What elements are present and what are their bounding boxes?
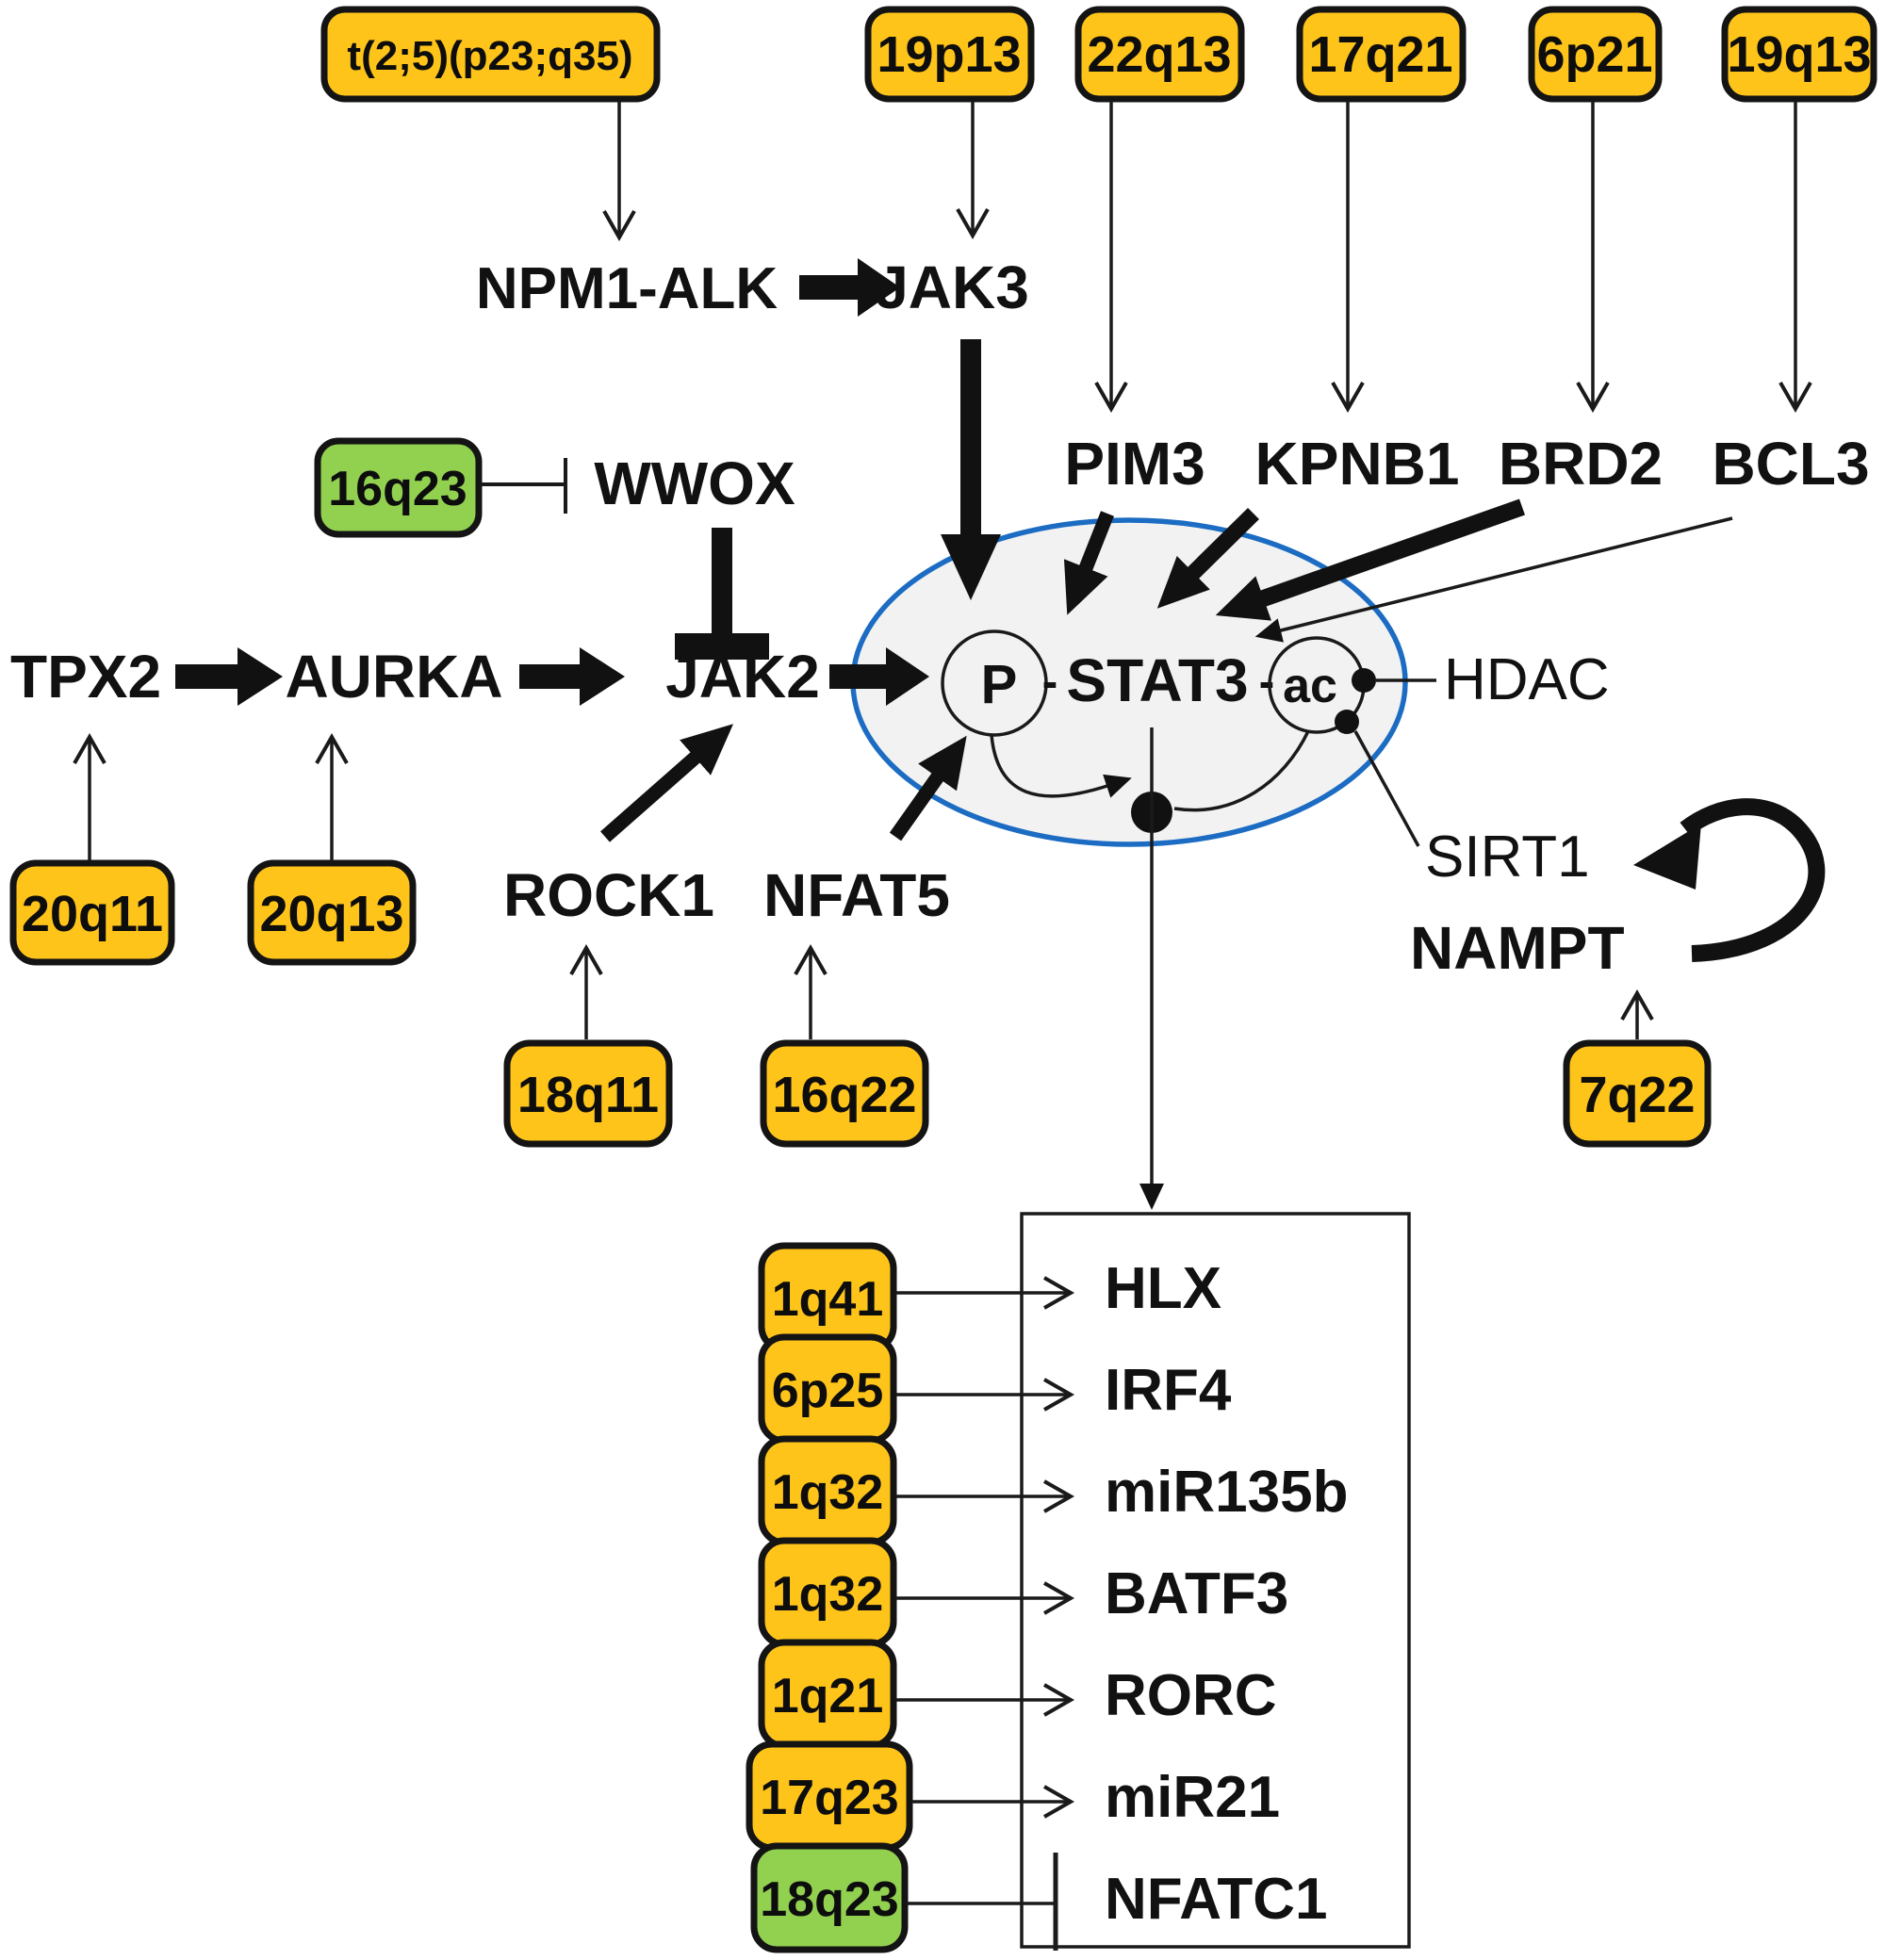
chr-box-20q11: 20q11 [9,859,175,966]
gene-label-bcl3: BCL3 [1712,430,1869,498]
inhibit-wwox-jak2-bar [675,633,769,660]
gene-label-nampt: NAMPT [1410,914,1625,982]
arrow-kpnb1-nucleus [1156,507,1259,609]
phospho-label: P [981,654,1018,715]
inhibit-wwox-jak2-line [712,528,732,636]
chr-box-19q13-label: 19q13 [1727,26,1871,83]
chr-box-20q13: 20q13 [247,859,417,966]
chr-box-16q22: 16q22 [760,1039,929,1148]
dash-left: - [1042,655,1058,708]
chr-box-18q11: 18q11 [503,1039,673,1148]
gene-label-pim3: PIM3 [1064,430,1205,498]
acetyl-label: ac [1283,659,1337,713]
arrow-nampt-feedback-arc [1680,798,1826,962]
chr-box-6p21-label: 6p21 [1536,26,1652,83]
chr-box-17q21-label: 17q21 [1308,26,1452,83]
gene-label-brd2: BRD2 [1499,430,1663,498]
gene-label-sirt1: SIRT1 [1425,825,1590,890]
chr-box-20q11-label: 20q11 [22,886,163,942]
chr-box-17q23-label: 17q23 [760,1771,898,1825]
chr-box-1q32a: 1q32 [758,1435,897,1546]
chr-box-19q13: 19q13 [1721,6,1877,103]
chr-box-7q22: 7q22 [1563,1039,1712,1148]
target-label-rorc: RORC [1105,1663,1277,1728]
arrow-nfat5-stat3 [889,735,967,841]
arrow-pstat3-dna [990,734,1132,798]
gene-label-aurka: AURKA [285,643,502,710]
chr-box-16q22-label: 16q22 [772,1067,916,1123]
arrow-npm1alk-jak3 [799,258,900,317]
arc-dot-ac [1173,730,1310,812]
chr-box-1q21: 1q21 [758,1639,897,1750]
arrow-nampt-feedback-head [1633,824,1701,890]
target-label-hlx: HLX [1105,1256,1221,1321]
chr-box-1q21-label: 1q21 [772,1669,884,1723]
chr-box-19p13: 19p13 [864,6,1035,103]
arrow-jak2-stat3 [829,647,929,706]
chr-box-19p13-label: 19p13 [877,26,1021,83]
arrow-aurka-jak2 [519,647,625,706]
chr-box-17q23: 17q23 [746,1740,913,1852]
sirt1-dot [1335,710,1359,734]
gene-label-npm1alk: NPM1-ALK [476,256,779,321]
gene-label-tpx2: TPX2 [10,643,161,710]
target-label-batf3: BATF3 [1105,1561,1288,1626]
target-label-mir21: miR21 [1105,1765,1280,1830]
chr-box-1q41: 1q41 [758,1242,897,1353]
gene-label-hdac: HDAC [1444,647,1610,712]
arrow-tpx2-aurka [175,647,283,706]
chr-box-18q11-label: 18q11 [517,1067,659,1123]
arrow-brd2-nucleus [1215,498,1526,621]
chr-box-22q13: 22q13 [1074,6,1245,103]
gene-label-wwox: WWOX [594,449,795,517]
line-sirt1 [1353,730,1420,847]
gene-label-rock1: ROCK1 [503,861,714,929]
arrow-rock1-jak2 [600,724,734,842]
hdac-dot [1352,668,1376,693]
chr-box-t25: t(2;5)(p23;q35) [320,6,661,103]
chr-box-1q32b-label: 1q32 [772,1567,884,1622]
arrow-bcl3-ac [1254,516,1733,643]
chr-box-16q23-label: 16q23 [328,462,467,516]
gene-label-jak3: JAK3 [875,253,1029,321]
gene-label-stat3: STAT3 [1066,646,1248,714]
target-label-irf4: IRF4 [1105,1358,1232,1423]
chr-box-18q23-label: 18q23 [760,1872,898,1927]
target-label-mir135b: miR135b [1105,1460,1348,1525]
gene-label-jak2: JAK2 [665,643,820,710]
arrow-pim3-nucleus [1063,511,1114,615]
gene-label-nfat5: NFAT5 [763,861,950,929]
gene-label-kpnb1: KPNB1 [1255,430,1460,498]
chr-box-1q32b: 1q32 [758,1537,897,1648]
chr-box-17q21: 17q21 [1296,6,1467,103]
chr-box-18q23: 18q23 [750,1842,909,1953]
chr-box-6p25: 6p25 [758,1333,897,1445]
chr-box-t25-label: t(2;5)(p23;q35) [347,33,632,79]
chr-box-1q41-label: 1q41 [772,1272,884,1327]
chr-box-1q32a-label: 1q32 [772,1465,884,1520]
chr-box-20q13-label: 20q13 [259,886,403,942]
target-label-nfatc1: NFATC1 [1105,1867,1328,1932]
chr-box-6p21: 6p21 [1528,6,1663,103]
target-gene-box [1020,1212,1411,1949]
phospho-circle [941,629,1048,737]
chr-box-6p25-label: 6p25 [772,1364,884,1418]
chr-box-7q22-label: 7q22 [1579,1067,1695,1123]
chr-box-16q23: 16q23 [314,437,483,538]
chr-box-22q13-label: 22q13 [1087,26,1231,83]
